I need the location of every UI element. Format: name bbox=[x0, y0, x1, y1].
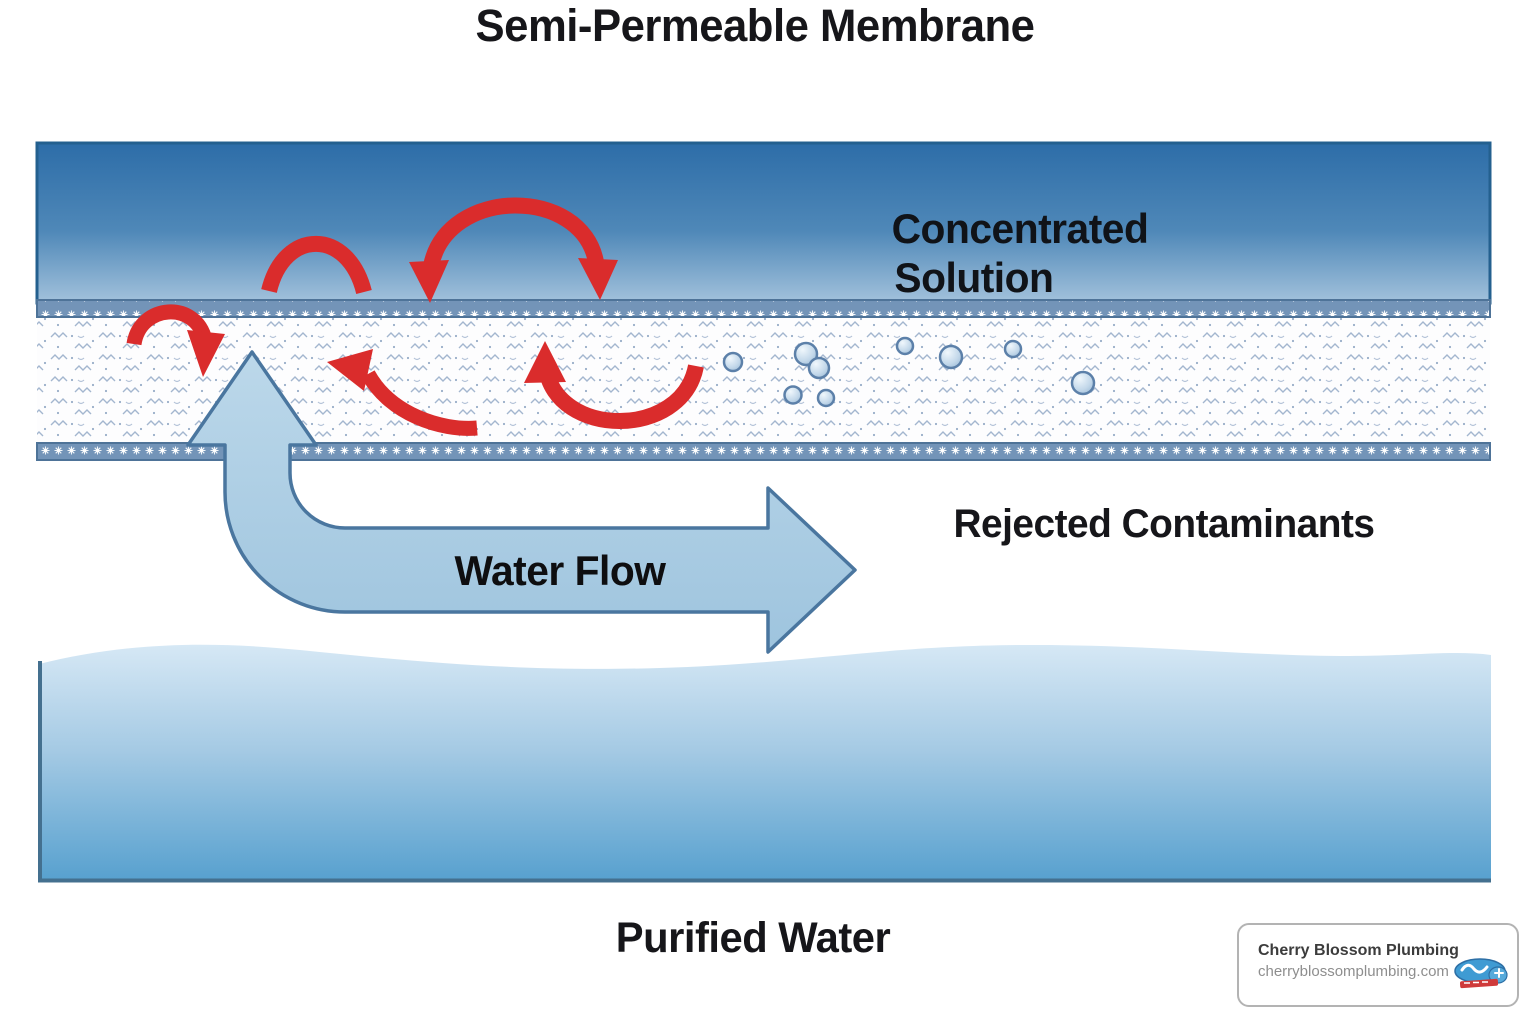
concentrated-solution-line2: Solution bbox=[894, 254, 1054, 301]
water-flow-label: Water Flow bbox=[454, 547, 666, 594]
contaminant-bubble bbox=[722, 351, 744, 373]
contaminant-bubble bbox=[1003, 339, 1023, 359]
water-flow-arrow bbox=[186, 350, 857, 654]
red-arrow-membrane-u-turn bbox=[524, 341, 704, 429]
red-arrow-small-arc bbox=[261, 235, 372, 295]
water-border bbox=[38, 661, 1491, 883]
water-surface bbox=[39, 644, 1491, 879]
company-name: Cherry Blossom Plumbing bbox=[1258, 942, 1459, 959]
contaminant-bubble bbox=[1070, 370, 1096, 396]
membrane-top-edge bbox=[36, 299, 1491, 318]
purified-water-pool bbox=[38, 644, 1491, 883]
diagram-title: Semi-Permeable Membrane bbox=[475, 0, 1035, 51]
concentrated-solution-line1: Concentrated bbox=[891, 205, 1149, 252]
contaminant-bubble bbox=[938, 344, 964, 370]
rejection-arrows bbox=[126, 197, 704, 436]
contaminant-bubble bbox=[793, 341, 819, 367]
concentrated-solution-label: Concentrated Solution bbox=[778, 204, 1263, 302]
red-arrow-bounce-left bbox=[126, 304, 225, 377]
contaminant-bubble bbox=[783, 385, 803, 405]
membrane-bottom-edge bbox=[36, 442, 1491, 461]
contaminant-bubbles bbox=[722, 336, 1096, 408]
contaminant-bubble bbox=[807, 356, 831, 380]
red-arrow-large-arc bbox=[409, 197, 618, 303]
company-website: cherryblossomplumbing.com bbox=[1258, 963, 1449, 980]
cherry-blossom-logo-icon bbox=[1454, 958, 1508, 989]
purified-water-label: Purified Water bbox=[615, 914, 891, 962]
concentrated-solution-band bbox=[35, 141, 1492, 305]
contaminant-bubble bbox=[895, 336, 915, 356]
rejected-contaminants-label: Rejected Contaminants bbox=[953, 502, 1375, 546]
red-arrow-membrane-left-hook bbox=[327, 349, 478, 436]
contaminant-bubble bbox=[816, 388, 836, 408]
watermark-card: Cherry Blossom Plumbing cherryblossomplu… bbox=[1237, 923, 1519, 1007]
